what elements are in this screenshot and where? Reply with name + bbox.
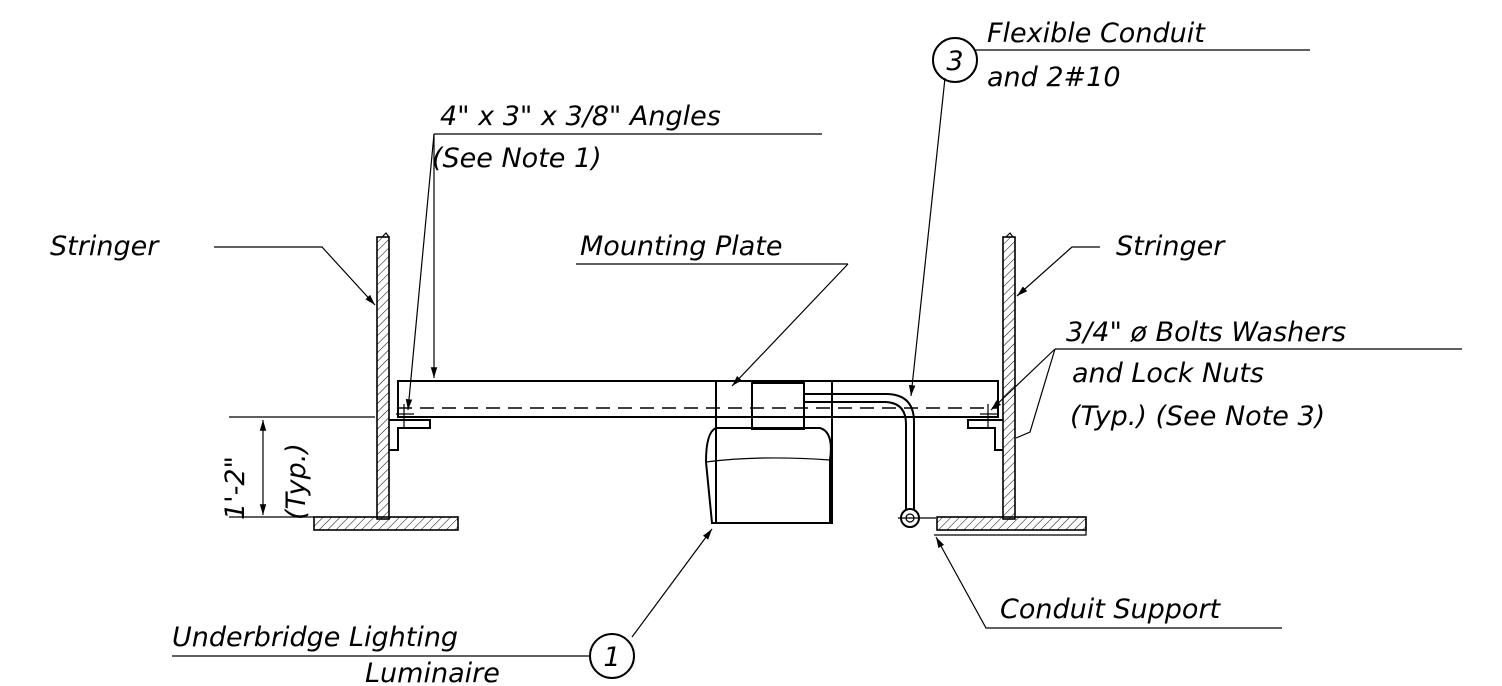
right-stringer bbox=[934, 232, 1087, 536]
label-lock-nuts: and Lock Nuts bbox=[1072, 358, 1264, 389]
label-bolts-note: (Typ.) (See Note 3) bbox=[1070, 401, 1325, 432]
left-stringer bbox=[313, 232, 459, 531]
label-mounting-plate: Mounting Plate bbox=[580, 231, 783, 262]
callout-1: 1 bbox=[589, 633, 635, 679]
label-stringer-left: Stringer bbox=[50, 231, 160, 262]
flexible-conduit bbox=[804, 393, 936, 528]
luminaire bbox=[704, 380, 833, 524]
callout-3-number: 3 bbox=[946, 46, 963, 77]
label-flexible-conduit-wires: and 2#10 bbox=[987, 62, 1121, 93]
right-angle bbox=[967, 404, 1003, 451]
leader-lines bbox=[172, 49, 1462, 657]
label-luminaire: Underbridge Lighting bbox=[172, 622, 458, 653]
label-stringer-right: Stringer bbox=[1116, 231, 1226, 262]
label-bolts: 3/4" ø Bolts Washers bbox=[1066, 317, 1346, 348]
dimension-typ-note: (Typ.) bbox=[281, 443, 312, 520]
label-angles-note: (See Note 1) bbox=[432, 143, 602, 174]
mounting-plate bbox=[397, 380, 999, 418]
callout-1-number: 1 bbox=[603, 642, 620, 673]
callout-3: 3 bbox=[932, 37, 978, 83]
label-luminaire-line2: Luminaire bbox=[365, 658, 500, 686]
label-angles: 4" x 3" x 3/8" Angles bbox=[440, 101, 721, 132]
label-conduit-support: Conduit Support bbox=[1000, 594, 1222, 625]
label-flexible-conduit: Flexible Conduit bbox=[987, 18, 1206, 49]
dimension bbox=[229, 416, 375, 518]
left-angle bbox=[389, 404, 431, 451]
dimension-value: 1'-2" bbox=[220, 456, 251, 520]
